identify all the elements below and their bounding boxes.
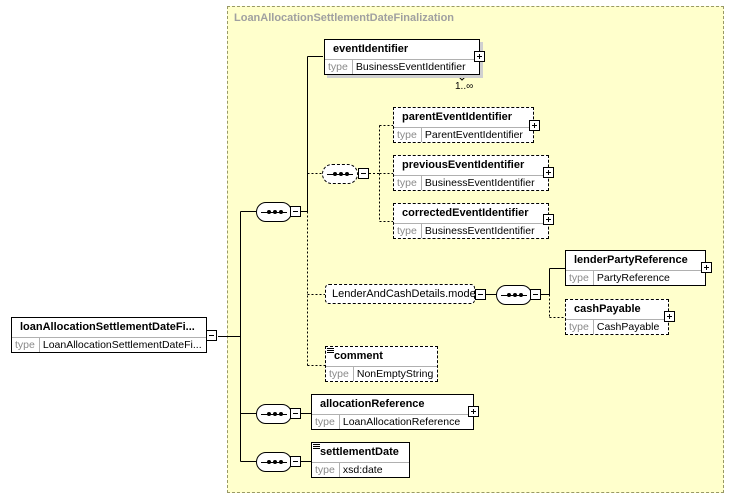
element-name: parentEventIdentifier bbox=[402, 111, 513, 123]
element-name: correctedEventIdentifier bbox=[402, 207, 529, 219]
element-type: BusinessEventIdentifier bbox=[355, 61, 466, 73]
element-name: eventIdentifier bbox=[333, 43, 409, 55]
element-name: lenderPartyReference bbox=[574, 254, 688, 266]
element-name: previousEventIdentifier bbox=[402, 159, 525, 171]
sequence-compositor-main bbox=[256, 202, 292, 222]
type-keyword: type bbox=[312, 415, 340, 429]
type-keyword: type bbox=[326, 367, 354, 381]
sequence-compositor-allocation bbox=[256, 404, 292, 424]
group-title: LoanAllocationSettlementDateFinalization bbox=[234, 12, 455, 24]
type-keyword: type bbox=[12, 338, 40, 352]
expand-toggle-event-identifier[interactable] bbox=[474, 51, 485, 62]
type-keyword: type bbox=[325, 60, 353, 74]
model-group-label: LenderAndCashDetails.model bbox=[332, 288, 479, 300]
collapse-toggle-sequence-main[interactable] bbox=[290, 206, 301, 217]
element-type: LoanAllocationReference bbox=[342, 416, 461, 428]
element-name: settlementDate bbox=[320, 446, 399, 458]
collapse-toggle-sequence-allocation[interactable] bbox=[290, 408, 301, 419]
element-type: CashPayable bbox=[596, 321, 660, 333]
element-name: comment bbox=[334, 350, 383, 362]
element-type: PartyReference bbox=[596, 272, 670, 284]
type-keyword: type bbox=[394, 224, 422, 238]
cardinality-label: 1..∞ bbox=[455, 81, 474, 92]
collapse-toggle-root[interactable] bbox=[206, 330, 217, 341]
element-type: BusinessEventIdentifier bbox=[424, 225, 535, 237]
expand-toggle-parent-event-identifier[interactable] bbox=[529, 120, 540, 131]
sequence-compositor-lender-cash bbox=[496, 285, 532, 305]
collapse-toggle-sequence-optional[interactable] bbox=[358, 168, 369, 179]
collapse-toggle-sequence-lender-cash[interactable] bbox=[530, 289, 541, 300]
expand-toggle-cash-payable[interactable] bbox=[664, 311, 675, 322]
type-keyword: type bbox=[566, 320, 594, 334]
element-type: ParentEventIdentifier bbox=[424, 129, 523, 141]
collapse-toggle-sequence-settlement[interactable] bbox=[290, 456, 301, 467]
simple-content-icon bbox=[327, 348, 334, 353]
type-keyword: type bbox=[394, 176, 422, 190]
sequence-compositor-optional bbox=[322, 164, 358, 184]
model-group-lender-and-cash-details[interactable]: LenderAndCashDetails.model bbox=[325, 284, 479, 304]
expand-toggle-lender-party-reference[interactable] bbox=[701, 262, 712, 273]
root-element-name: loanAllocationSettlementDateFi... bbox=[20, 321, 195, 333]
type-keyword: type bbox=[566, 271, 594, 285]
root-element-type: LoanAllocationSettlementDateFi... bbox=[42, 339, 202, 351]
element-name: allocationReference bbox=[320, 398, 425, 410]
expand-toggle-corrected-event-identifier[interactable] bbox=[543, 214, 554, 225]
element-type: NonEmptyString bbox=[356, 368, 434, 380]
expand-toggle-previous-event-identifier[interactable] bbox=[543, 167, 554, 178]
element-type: BusinessEventIdentifier bbox=[424, 177, 535, 189]
expand-toggle-allocation-reference[interactable] bbox=[468, 406, 479, 417]
collapse-toggle-model-group[interactable] bbox=[475, 289, 486, 300]
element-name: cashPayable bbox=[574, 303, 641, 315]
type-keyword: type bbox=[312, 463, 340, 477]
element-type: xsd:date bbox=[342, 464, 383, 476]
simple-content-icon bbox=[313, 444, 320, 449]
type-keyword: type bbox=[394, 128, 422, 142]
sequence-compositor-settlement bbox=[256, 452, 292, 472]
